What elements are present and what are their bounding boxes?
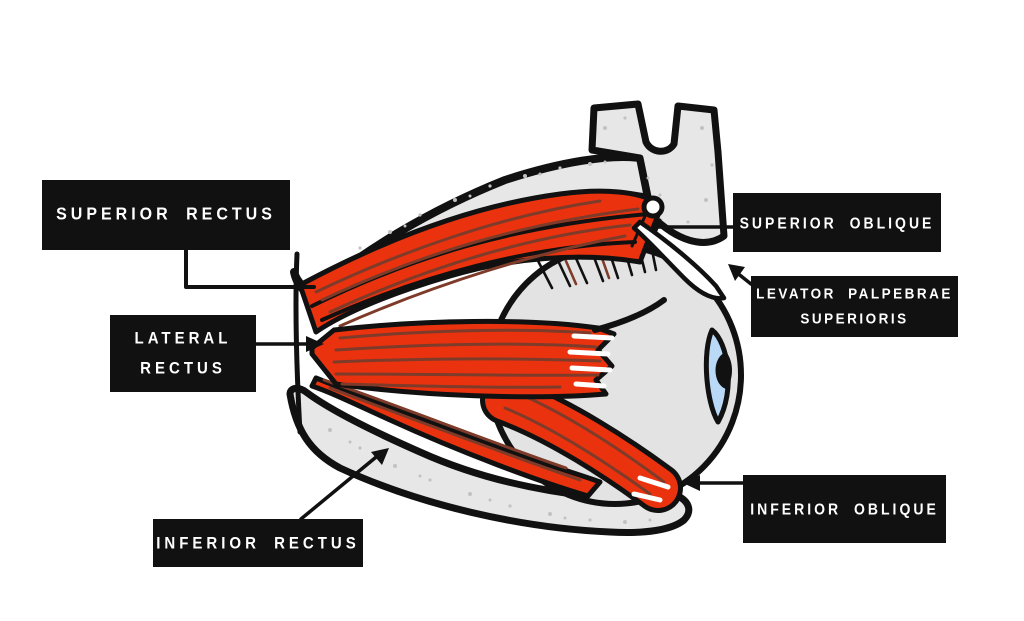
lateral-rectus-tendon-frays	[567, 333, 615, 389]
inferior-oblique-arrowhead	[683, 475, 700, 491]
inferior-oblique-muscle	[480, 375, 683, 513]
superior-muscle-striations	[314, 199, 640, 328]
lateral-rectus-upper-contour	[592, 297, 667, 333]
inferior-rectus-arrowhead	[371, 448, 389, 465]
inferior-rectus-striations	[322, 378, 582, 482]
label-superior-rectus: SUPERIOR RECTUS	[42, 180, 290, 250]
label-levator-palpebrae-superioris: LEVATOR PALPEBRAE SUPERIORIS	[751, 276, 958, 337]
label-inferior-rectus-text: INFERIOR RECTUS	[156, 533, 360, 553]
levator-palpebrae-tendon	[631, 219, 727, 301]
arrowheads	[306, 264, 745, 491]
label-lateral-rectus: LATERAL RECTUS	[110, 315, 256, 392]
frontal-bone	[588, 100, 728, 246]
pupil	[715, 352, 732, 389]
label-lateral-rectus-text-line1: LATERAL	[134, 329, 232, 349]
lateral-rectus-arrowhead	[306, 336, 324, 352]
levator-palpebrae-arrowhead	[728, 264, 745, 281]
label-superior-oblique-text: SUPERIOR OBLIQUE	[739, 213, 935, 232]
label-inferior-rectus: INFERIOR RECTUS	[153, 519, 363, 567]
label-levator-palpebrae-text-line1: LEVATOR PALPEBRAE	[756, 284, 953, 302]
orbital-apex-line	[293, 251, 303, 435]
label-inferior-oblique-text: INFERIOR OBLIQUE	[750, 500, 939, 518]
inferior-rectus-arrow-line	[299, 451, 383, 521]
superior-rectus-connector	[184, 248, 316, 289]
label-superior-rectus-text: SUPERIOR RECTUS	[56, 204, 276, 224]
lateral-rectus-striations	[332, 328, 602, 389]
label-superior-oblique: SUPERIOR OBLIQUE	[733, 193, 941, 252]
label-lateral-rectus-text-line2: RECTUS	[140, 358, 226, 378]
label-levator-palpebrae-text-line2: SUPERIORIS	[800, 309, 909, 327]
label-inferior-oblique: INFERIOR OBLIQUE	[743, 475, 946, 543]
